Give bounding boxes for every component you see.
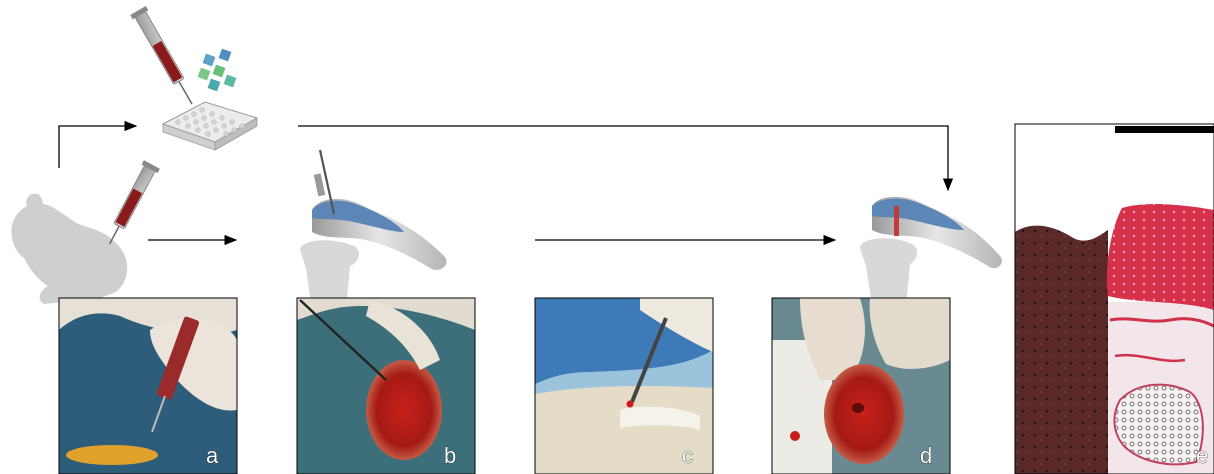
panel-letter-b: b [444,443,456,468]
syringe-icon [102,160,160,248]
knee-joint-icon [860,197,1002,306]
scale-bar [1115,126,1214,133]
knee-joint-icon [300,150,447,310]
photo-panel-c: c [535,298,713,474]
panel-letter-d: d [920,443,932,468]
well-plate-icon [163,102,257,150]
cubes-icon [198,49,237,92]
panel-letter-c: c [682,443,693,468]
syringe-icon [130,6,200,109]
photo-panel-d: d [772,298,950,474]
photo-panel-a: a [59,298,237,474]
panel-letter-e: e [1196,443,1208,468]
arrow-rabbit-to-plate [59,126,136,168]
photo-panel-b: b [297,298,475,474]
arrow-plate-to-knee-d [298,126,948,190]
histology-panel-e: e [1015,124,1214,474]
rabbit-icon [11,194,127,304]
panel-letter-a: a [206,443,219,468]
